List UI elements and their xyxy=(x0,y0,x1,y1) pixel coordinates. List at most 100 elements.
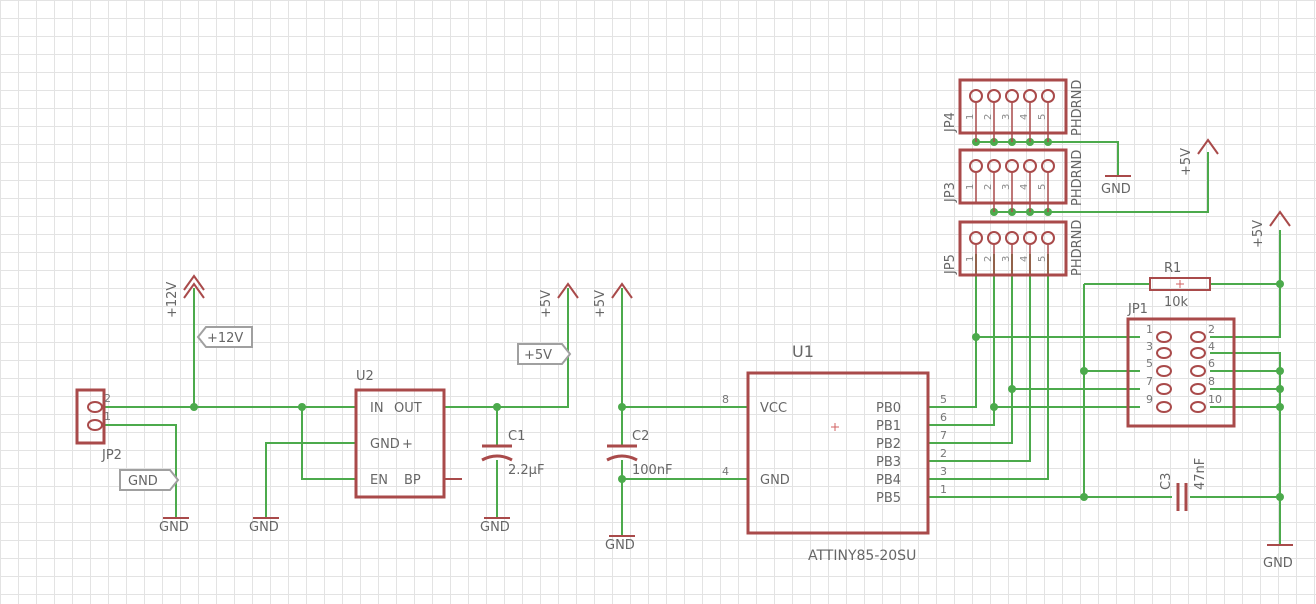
jp3-n1: 1 xyxy=(965,184,976,190)
jp5-side-text: PHDRND xyxy=(1070,220,1085,276)
header-jp5: 1 2 3 4 5 JP5 PHDRND xyxy=(943,220,1085,277)
jp4-label: JP4 xyxy=(943,112,958,133)
wire-jp4-gnd xyxy=(976,141,1119,176)
jp1-n10: 10 xyxy=(1208,393,1222,406)
r1-label: R1 xyxy=(1164,261,1181,276)
r1-value: 10k xyxy=(1164,295,1189,310)
gnd-symbols: GND GND GND GND GND GND xyxy=(159,175,1293,571)
c2-value: 100nF xyxy=(632,463,673,478)
supply-5v-2: +5V xyxy=(593,282,633,318)
c1-value: 2.2µF xyxy=(508,463,544,478)
jp3-n2: 2 xyxy=(983,184,994,190)
wire-pb0 xyxy=(928,254,977,408)
wire-pb2 xyxy=(928,254,1013,444)
jp5-n3: 3 xyxy=(1001,256,1012,262)
jp3-side-text: PHDRND xyxy=(1070,150,1085,206)
supply-5v-3: +5V xyxy=(1179,138,1219,176)
supply-5v-1: +5V xyxy=(539,282,579,318)
jp1-n1: 1 xyxy=(1146,323,1153,336)
supply-12v: +12V xyxy=(165,274,205,318)
jp4-n5: 5 xyxy=(1037,114,1048,120)
gnd-label-6: GND xyxy=(1263,556,1293,571)
jp1-n3: 3 xyxy=(1146,340,1153,353)
c2-label: C2 xyxy=(632,429,649,444)
flag-5v: +5V xyxy=(517,343,572,365)
jp1-n7: 7 xyxy=(1146,375,1153,388)
u1-pin-pb0: PB0 xyxy=(876,401,901,416)
c3-value: 47nF xyxy=(1193,458,1208,490)
flag-gnd-label: GND xyxy=(128,474,158,489)
u2-pin-in: IN xyxy=(370,401,384,416)
wire-pb3 xyxy=(928,254,1031,462)
wire-jp2-gnd xyxy=(104,424,177,518)
u1-pin-vcc: VCC xyxy=(760,401,787,416)
u1-pin-gnd: GND xyxy=(760,473,790,488)
gnd-label-4: GND xyxy=(605,538,635,553)
u2-pin-bp: BP xyxy=(404,473,421,488)
capacitor-c1: C1 2.2µF xyxy=(481,429,544,478)
u1-pinnum-5: 5 xyxy=(940,393,947,406)
gnd-label-2: GND xyxy=(249,520,279,535)
u2-pin-out: OUT xyxy=(394,401,422,416)
u1-pinnum-6: 6 xyxy=(940,411,947,424)
jp3-n5: 5 xyxy=(1037,184,1048,190)
u1-pinnum-1: 1 xyxy=(940,483,947,496)
u1-pinnum-7: 7 xyxy=(940,429,947,442)
resistor-r1: R1 10k xyxy=(1149,261,1211,310)
u1-value: ATTINY85-20SU xyxy=(808,548,916,564)
capacitor-c2: C2 100nF xyxy=(606,429,673,478)
flag-12v-label: +12V xyxy=(207,331,243,346)
flag-gnd: GND xyxy=(119,469,180,491)
header-jp1: JP1 1 3 5 7 9 2 4 6 8 10 xyxy=(1126,302,1236,428)
jp5-n2: 2 xyxy=(983,256,994,262)
jp2-pin2-label: 2 xyxy=(104,392,111,405)
jp1-n9: 9 xyxy=(1146,393,1153,406)
wire-pb1 xyxy=(928,254,995,426)
jp4-n1: 1 xyxy=(965,114,976,120)
jp3-n4: 4 xyxy=(1019,184,1030,190)
u1-pinnum-3: 3 xyxy=(940,465,947,478)
u2-pin-gnd: GND xyxy=(370,437,400,452)
jp5-n5: 5 xyxy=(1037,256,1048,262)
c1-label: C1 xyxy=(508,429,525,444)
supply-5v-2-label: +5V xyxy=(593,290,608,318)
header-jp3: 1 2 3 4 5 JP3 PHDRND xyxy=(943,148,1085,212)
connector-jp2: 2 1 JP2 xyxy=(75,388,122,463)
gnd-label-1: GND xyxy=(159,520,189,535)
jp3-n3: 3 xyxy=(1001,184,1012,190)
mcu-u1: U1 ATTINY85-20SU VCC GND 8 4 PB0 PB1 PB2… xyxy=(722,342,947,564)
u1-pinnum-2: 2 xyxy=(940,447,947,460)
u1-pin-pb5: PB5 xyxy=(876,491,901,506)
flag-5v-label: +5V xyxy=(524,348,552,363)
jp1-n2: 2 xyxy=(1208,323,1215,336)
regulator-u2: U2 IN OUT GND + EN BP xyxy=(354,369,462,499)
wire-gnd-right xyxy=(1210,352,1281,545)
header-jp4: 1 2 3 4 5 JP4 PHDRND xyxy=(943,78,1085,142)
supply-5v-4: +5V xyxy=(1251,210,1291,248)
jp4-side-text: PHDRND xyxy=(1070,80,1085,136)
svg-text:+: + xyxy=(402,437,413,452)
jp1-n8: 8 xyxy=(1208,375,1215,388)
u1-pin-pb3: PB3 xyxy=(876,455,901,470)
supply-5v-3-label: +5V xyxy=(1179,148,1194,176)
u2-label: U2 xyxy=(356,369,374,384)
u1-pin-pb1: PB1 xyxy=(876,419,901,434)
jp4-n3: 3 xyxy=(1001,114,1012,120)
wire-en-tie xyxy=(301,407,356,480)
jp1-n5: 5 xyxy=(1146,357,1153,370)
jp2-label: JP2 xyxy=(101,448,122,463)
u2-pin-en: EN xyxy=(370,473,388,488)
jp2-pin1-label: 1 xyxy=(104,410,111,423)
gnd-label-3: GND xyxy=(480,520,510,535)
u1-pinnum-4: 4 xyxy=(722,465,729,478)
junctions xyxy=(190,138,1284,501)
supply-12v-label: +12V xyxy=(165,282,180,318)
flag-12v: +12V xyxy=(196,326,253,348)
jp3-label: JP3 xyxy=(943,182,958,203)
jp1-label: JP1 xyxy=(1127,302,1148,317)
u1-label: U1 xyxy=(792,342,814,361)
jp4-n2: 2 xyxy=(983,114,994,120)
gnd-label-5: GND xyxy=(1101,182,1131,197)
c3-label: C3 xyxy=(1159,473,1174,490)
